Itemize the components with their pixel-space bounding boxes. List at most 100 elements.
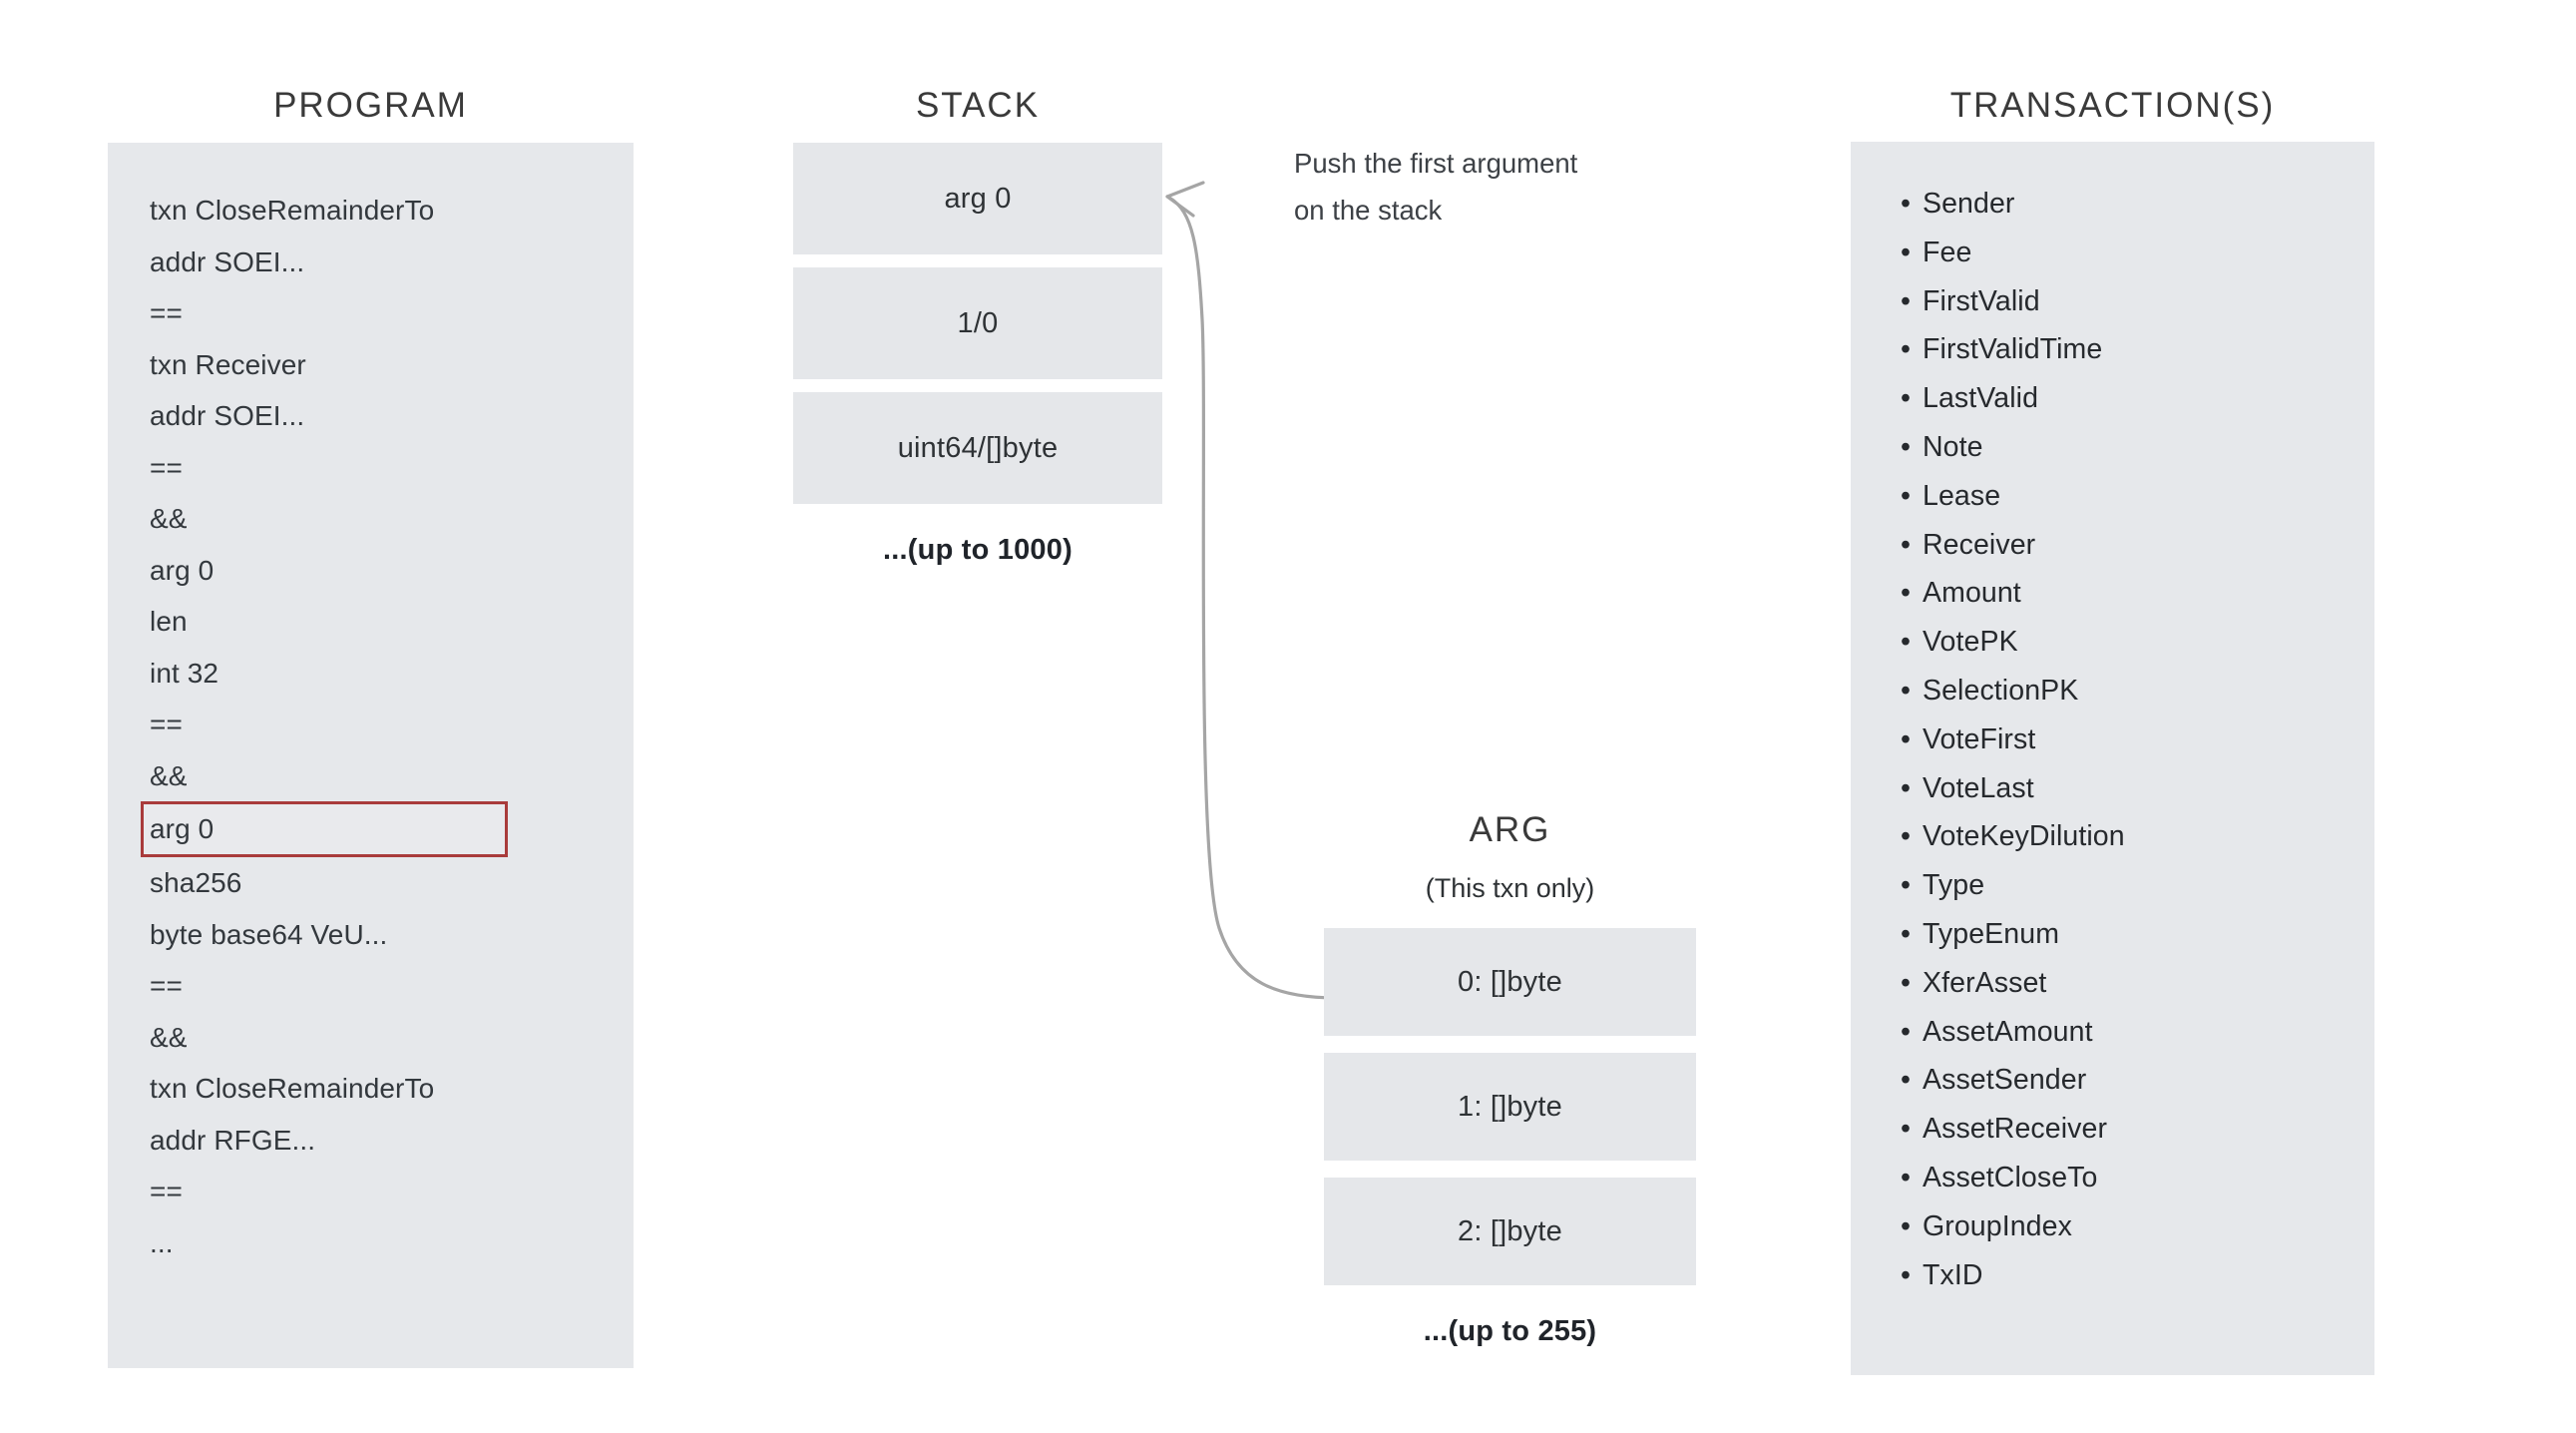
bullet-icon: • (1901, 188, 1912, 220)
bullet-icon: • (1901, 479, 1912, 512)
stack-column-title: STACK (915, 86, 1041, 125)
transaction-field-label: AssetAmount (1923, 1015, 2093, 1048)
transaction-field-label: SelectionPK (1923, 674, 2079, 707)
transactions-column-title: TRANSACTION(S) (1949, 86, 2276, 125)
transaction-field-item: • VotePK (1901, 618, 2369, 667)
bullet-icon: • (1901, 869, 1912, 902)
transaction-field-item: • Fee (1901, 229, 2369, 277)
transaction-field-label: AssetSender (1923, 1064, 2087, 1097)
transaction-field-item: • TypeEnum (1901, 910, 2369, 959)
bullet-icon: • (1901, 577, 1912, 610)
annotation-line-1: Push the first argument (1294, 148, 1578, 179)
program-line: && (150, 1021, 188, 1053)
bullet-icon: • (1901, 430, 1912, 463)
transaction-field-item: • AssetAmount (1901, 1008, 2369, 1057)
arg-column-title: ARG (1469, 810, 1551, 849)
transaction-field-item: • Note (1901, 423, 2369, 472)
program-line: == (150, 1176, 183, 1206)
bullet-icon: • (1901, 626, 1912, 659)
program-line: addr RFGE... (150, 1124, 316, 1156)
bullet-icon: • (1901, 1015, 1912, 1048)
transaction-field-label: Type (1923, 869, 1985, 902)
bullet-icon: • (1901, 1064, 1912, 1097)
bullet-icon: • (1901, 820, 1912, 853)
transaction-field-item: • VoteLast (1901, 764, 2369, 813)
program-line: arg 0 (150, 554, 215, 586)
transaction-field-label: Note (1923, 430, 1983, 463)
transaction-field-label: VoteKeyDilution (1923, 820, 2125, 853)
bullet-icon: • (1901, 528, 1912, 561)
bullet-icon: • (1901, 333, 1912, 366)
transaction-field-label: Lease (1923, 479, 2001, 512)
transaction-field-item: • Amount (1901, 569, 2369, 618)
transaction-field-list: •Sender•Fee•FirstValid•FirstValidTime•La… (1901, 180, 2369, 1299)
transaction-field-item: • TxID (1901, 1251, 2369, 1300)
stack-cell: arg 0 (793, 143, 1162, 254)
transaction-field-item: • VoteKeyDilution (1901, 812, 2369, 861)
transaction-field-item: • AssetCloseTo (1901, 1154, 2369, 1202)
program-line: == (150, 451, 183, 483)
bullet-icon: • (1901, 917, 1912, 950)
bullet-icon: • (1901, 382, 1912, 415)
program-line: == (150, 970, 183, 1001)
arg-cell: 1: []byte (1324, 1053, 1696, 1161)
bullet-icon: • (1901, 966, 1912, 999)
transaction-field-item: • SelectionPK (1901, 667, 2369, 716)
transaction-field-label: TypeEnum (1923, 917, 2060, 950)
program-panel (108, 143, 634, 1368)
arg-column-subtitle: (This txn only) (1425, 873, 1595, 903)
program-line: == (150, 297, 183, 328)
transaction-field-item: • AssetSender (1901, 1056, 2369, 1105)
bullet-icon: • (1901, 1161, 1912, 1194)
program-line: sha256 (150, 867, 242, 898)
program-line: ... (150, 1226, 174, 1258)
program-line-highlighted: arg 0 (141, 801, 508, 857)
bullet-icon: • (1901, 236, 1912, 268)
transaction-field-label: AssetCloseTo (1923, 1161, 2098, 1194)
bullet-icon: • (1901, 722, 1912, 755)
program-line: txn CloseRemainderTo (150, 195, 435, 226)
stack-cell: uint64/[]byte (793, 392, 1162, 504)
program-line: int 32 (150, 657, 219, 689)
transactions-panel (1851, 142, 2374, 1375)
transaction-field-label: Amount (1923, 577, 2021, 610)
program-line: addr SOEI... (150, 400, 305, 431)
arg-cell: 0: []byte (1324, 928, 1696, 1036)
transaction-field-item: • LastValid (1901, 374, 2369, 423)
program-column-title: PROGRAM (273, 86, 468, 125)
program-line: == (150, 709, 183, 739)
bullet-icon: • (1901, 1258, 1912, 1291)
arg-overflow-note: ...(up to 255) (1423, 1315, 1597, 1347)
bullet-icon: • (1901, 771, 1912, 804)
stack-overflow-note: ...(up to 1000) (883, 534, 1073, 566)
transaction-field-item: •GroupIndex (1901, 1202, 2369, 1251)
arg-cell: 2: []byte (1324, 1178, 1696, 1285)
transaction-field-label: GroupIndex (1923, 1209, 2072, 1242)
transaction-field-item: • XferAsset (1901, 959, 2369, 1008)
transaction-field-item: • Receiver (1901, 521, 2369, 570)
transaction-field-label: VotePK (1923, 626, 2018, 659)
transaction-field-label: XferAsset (1923, 966, 2047, 999)
program-line: && (150, 503, 188, 534)
transaction-field-label: Receiver (1923, 528, 2036, 561)
program-line: byte base64 VeU... (150, 918, 388, 950)
bullet-icon: • (1901, 674, 1912, 707)
transaction-field-label: LastValid (1923, 382, 2039, 415)
annotation-push-argument: Push the first argument on the stack (1294, 140, 1693, 234)
transaction-field-item: •VoteFirst (1901, 716, 2369, 764)
transaction-field-item: • Type (1901, 861, 2369, 910)
program-line: && (150, 759, 188, 791)
transaction-field-item: • Sender (1901, 180, 2369, 229)
program-line: len (150, 606, 188, 637)
transaction-field-label: FirstValid (1923, 284, 2040, 317)
transaction-field-item: • Lease (1901, 472, 2369, 521)
transaction-field-item: •AssetReceiver (1901, 1105, 2369, 1154)
annotation-line-2: on the stack (1294, 195, 1443, 226)
transaction-field-label: VoteLast (1923, 771, 2034, 804)
transaction-field-label: Fee (1923, 236, 1972, 268)
transaction-field-label: Sender (1923, 188, 2015, 220)
transaction-field-label: TxID (1923, 1258, 1983, 1291)
bullet-icon: • (1901, 1113, 1912, 1146)
